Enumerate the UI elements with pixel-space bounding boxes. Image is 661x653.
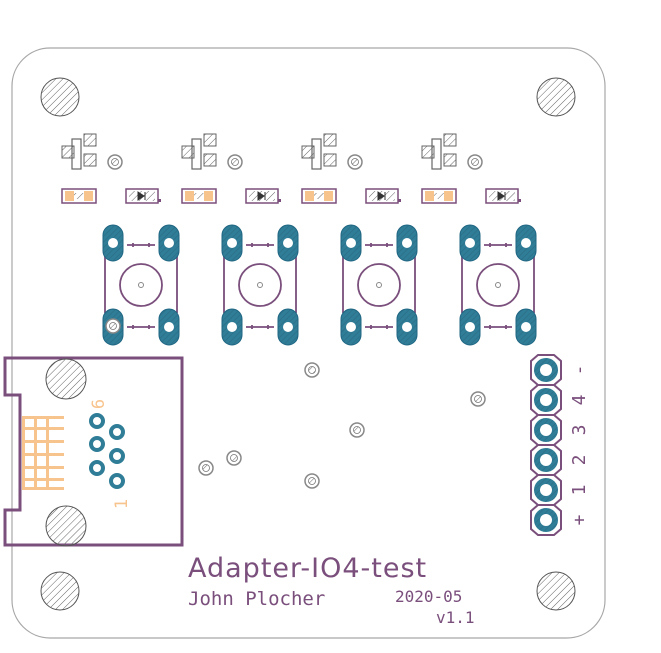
via	[198, 460, 214, 476]
smd-resistor	[61, 188, 97, 204]
transistor-row	[61, 133, 483, 170]
header-pin	[530, 384, 562, 416]
tactile-button	[459, 224, 537, 346]
tactile-button	[340, 224, 418, 346]
pin-header	[530, 354, 562, 536]
via	[107, 154, 123, 170]
board-version: v1.1	[436, 608, 475, 627]
transistor	[61, 133, 97, 170]
smd-led	[365, 188, 401, 204]
tactile-button	[102, 224, 180, 346]
pin-label: 2	[569, 455, 590, 466]
smd-row	[61, 188, 521, 204]
connector-label-bottom: 1	[112, 499, 132, 509]
board-outline	[11, 47, 606, 639]
via	[304, 473, 320, 489]
pin-label: 1	[569, 485, 590, 496]
vias	[105, 318, 486, 489]
via	[226, 450, 242, 466]
transistor	[181, 133, 217, 170]
mounting-hole	[40, 77, 80, 117]
board-title: Adapter-IO4-test	[188, 553, 427, 584]
smd-resistor	[301, 188, 337, 204]
header-pin	[530, 474, 562, 506]
button-row	[102, 224, 537, 346]
connector-mount-hole	[45, 358, 87, 400]
tactile-button	[221, 224, 299, 346]
transistor	[421, 133, 457, 170]
header-pin	[530, 354, 562, 386]
pin-label: -	[569, 365, 590, 376]
mounting-hole	[536, 77, 576, 117]
connector-label-top: 6	[89, 399, 109, 409]
via	[347, 154, 363, 170]
smd-resistor	[181, 188, 217, 204]
pin-label: +	[569, 514, 590, 525]
via	[227, 154, 243, 170]
pin-label: 3	[569, 425, 590, 436]
smd-resistor	[421, 188, 457, 204]
header-pin	[530, 444, 562, 476]
via	[470, 391, 486, 407]
header-pin	[530, 414, 562, 446]
pin-header-labels: - 4 3 2 1 +	[569, 365, 590, 526]
connector-contacts	[22, 416, 64, 490]
via	[105, 318, 121, 334]
board-date: 2020-05	[395, 587, 462, 606]
via	[304, 362, 320, 378]
smd-led	[125, 188, 161, 204]
board-author: John Plocher	[188, 588, 325, 610]
via	[349, 422, 365, 438]
smd-led	[245, 188, 281, 204]
mounting-holes	[40, 77, 576, 611]
connector-mount-hole	[45, 505, 87, 547]
pin-label: 4	[569, 395, 590, 406]
transistor	[301, 133, 337, 170]
header-pin	[530, 504, 562, 536]
mounting-hole	[40, 571, 80, 611]
modular-connector: 6 1	[3, 356, 184, 547]
connector-pins	[89, 413, 125, 489]
mounting-hole	[536, 571, 576, 611]
smd-led	[485, 188, 521, 204]
via	[467, 154, 483, 170]
